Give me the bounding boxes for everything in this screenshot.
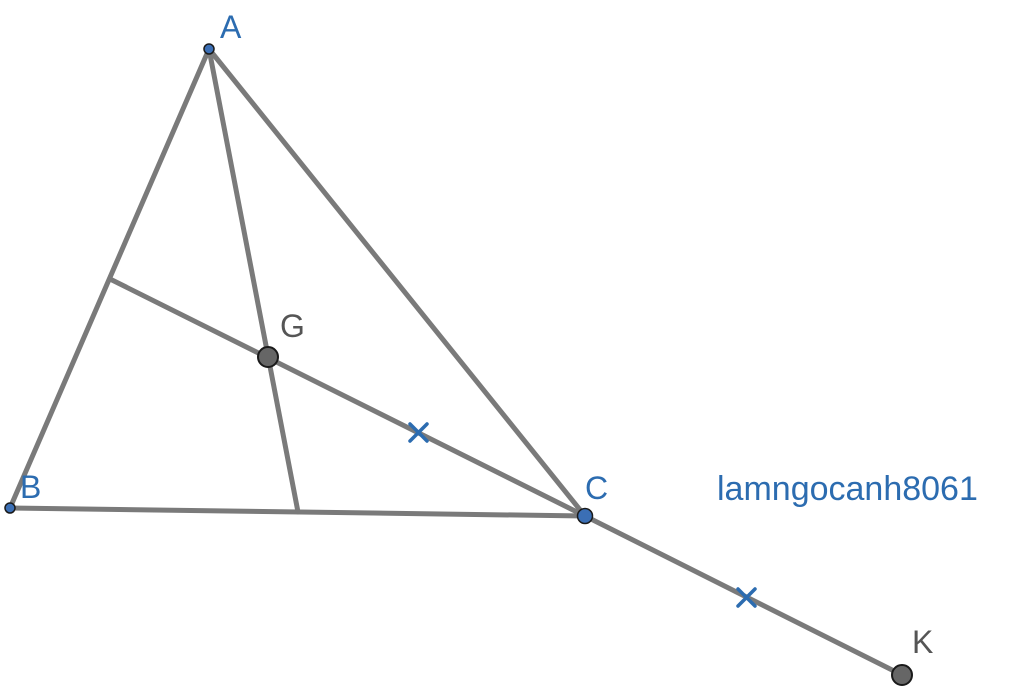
segments — [7, 46, 905, 678]
points — [4, 43, 913, 686]
label-b: B — [20, 469, 41, 505]
tick-mark-ck-stroke-2 — [736, 587, 757, 608]
median-from-c — [107, 276, 588, 519]
label-k: K — [912, 624, 933, 660]
point-c — [576, 507, 594, 525]
point-labels: A B C G K — [20, 9, 933, 660]
point-a — [203, 43, 215, 55]
watermark-text: lamngocanh8061 — [717, 470, 978, 508]
median-from-a — [206, 46, 301, 515]
point-k — [891, 664, 913, 686]
tick-mark-gc — [408, 422, 429, 443]
point-b — [4, 502, 16, 514]
tick-mark-gc-stroke-2 — [408, 422, 429, 443]
label-c: C — [585, 470, 608, 506]
point-g — [257, 346, 279, 368]
label-g: G — [280, 308, 305, 344]
tick-mark-ck — [736, 587, 757, 608]
segment-ac — [206, 46, 588, 519]
label-a: A — [220, 9, 242, 45]
